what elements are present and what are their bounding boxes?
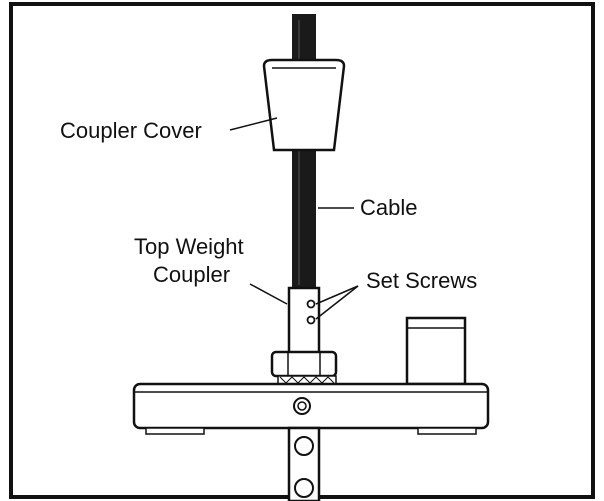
leader-set-screw-lower [315,285,359,320]
cable [292,14,316,290]
label-set-screws: Set Screws [366,268,477,293]
weight-post [405,316,467,386]
label-coupler-cover: Coupler Cover [60,118,202,143]
leader-set-screw-upper [315,285,359,305]
label-top-weight-line2: Coupler [153,262,230,287]
leader-coupler-cover [229,117,278,131]
rod-hole [294,436,314,456]
set-screw-lower [306,315,316,325]
coupler-cover [262,58,346,152]
rod-hole [294,478,314,498]
set-screw-upper [306,299,316,309]
leader-top-weight-coupler [249,283,288,305]
hex-nut [270,350,338,385]
label-cable: Cable [360,195,417,220]
label-top-weight-line1: Top Weight [134,234,244,259]
